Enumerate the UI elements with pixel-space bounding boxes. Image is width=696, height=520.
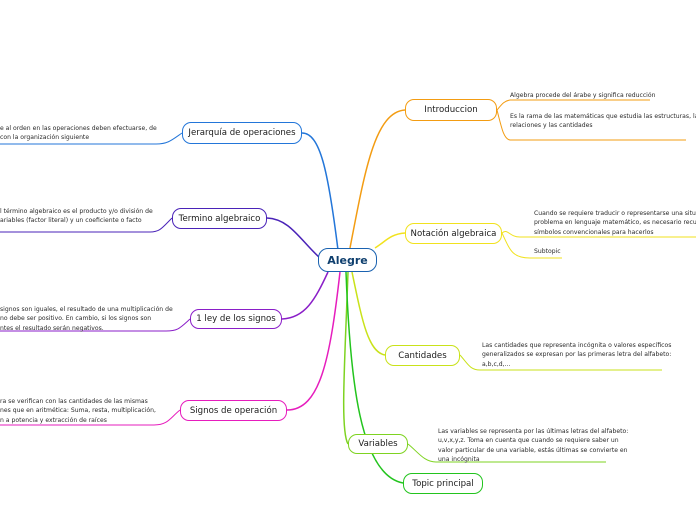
note-line: no debe ser positivo. En cambio, si los … — [0, 315, 152, 323]
topic-cantidades[interactable]: Cantidades — [385, 345, 460, 366]
note-line: símbolos convencionales para hacerlos — [534, 228, 654, 236]
note-line: Algebra procede del árabe y significa re… — [510, 92, 656, 99]
connector-cantidades — [351, 271, 386, 356]
sub-connector-ley — [0, 318, 191, 332]
topic-signos-label: Signos de operación — [189, 405, 278, 416]
note-line: a,b,c,d,... — [482, 360, 511, 368]
topic-ley-label: 1 ley de los signos — [196, 314, 276, 324]
sub-connector-variables — [407, 443, 606, 463]
note-line: l término algebraico es el producto y/o … — [0, 208, 153, 215]
note-line: ntes el resultado serán negativos. — [0, 324, 104, 332]
topic-termino-label: Termino algebraico — [178, 213, 261, 224]
note-introduccion-2: Es la rama de las matemáticas que estudi… — [510, 112, 696, 131]
note-line: n a potencia y extracción de raíces — [0, 416, 107, 424]
note-line: u,v,x,y,z. Toma en cuenta que cuando se … — [438, 437, 619, 445]
note-notacion-2: Subtopic — [534, 247, 561, 256]
note-line: e al orden en las operaciones deben efec… — [0, 125, 157, 132]
note-line: Subtopic — [534, 248, 561, 255]
topic-principal[interactable]: Topic principal — [403, 473, 483, 494]
topic-termino-algebraico[interactable]: Termino algebraico — [172, 208, 267, 229]
topic-signos-de-operacion[interactable]: Signos de operación — [180, 400, 287, 421]
note-notacion-1: Cuando se requiere traducir o representa… — [534, 209, 696, 237]
connector-signos — [286, 271, 341, 411]
topic-jerarquia-label: Jerarquía de operaciones — [188, 128, 296, 138]
note-line: generalizados se expresan por las primer… — [482, 351, 672, 359]
connector-ley — [281, 271, 329, 320]
topic-cantidades-label: Cantidades — [398, 350, 447, 361]
note-line: Cuando se requiere traducir o representa… — [534, 210, 696, 217]
note-line: problema en lenguaje matemático, es nece… — [534, 219, 696, 227]
connector-jerarquia — [301, 132, 339, 251]
note-line: Las variables se representa por las últi… — [438, 428, 629, 435]
note-line: valor particular de una variable, estás … — [438, 446, 628, 454]
root-label: Alegre — [327, 253, 368, 267]
topic-ley-de-los-signos[interactable]: 1 ley de los signos — [190, 309, 282, 329]
topic-variables-label: Variables — [358, 439, 398, 449]
connector-introduccion — [349, 109, 406, 249]
sub-connector-notacion-2 — [501, 232, 562, 259]
topic-introduccion-label: Introduccion — [424, 105, 478, 115]
note-line: signos son iguales, el resultado de una … — [0, 306, 173, 313]
sub-connector-introduccion-2 — [496, 109, 686, 141]
note-termino: l término algebraico es el producto y/o … — [0, 207, 153, 226]
sub-connector-signos — [0, 409, 181, 426]
note-line: ra se verifican con las cantidades de la… — [0, 398, 148, 405]
topic-principal-label: Topic principal — [412, 478, 474, 489]
note-introduccion-1: Algebra procede del árabe y significa re… — [510, 91, 655, 100]
sub-connector-notacion-1 — [501, 231, 696, 238]
connector-termino — [266, 217, 321, 259]
topic-jerarquia-de-operaciones[interactable]: Jerarquía de operaciones — [182, 122, 302, 144]
note-line: una incógnita — [438, 455, 480, 463]
topic-variables[interactable]: Variables — [348, 434, 408, 454]
topic-introduccion[interactable]: Introduccion — [405, 99, 497, 121]
note-line: Las cantidades que representa incógnita … — [482, 342, 672, 349]
topic-notacion-label: Notación algebraica — [410, 228, 497, 239]
note-cantidades: Las cantidades que representa incógnita … — [482, 341, 671, 369]
root-node[interactable]: Alegre — [318, 248, 377, 272]
topic-notacion-algebraica[interactable]: Notación algebraica — [405, 223, 502, 244]
note-line: relaciones y las cantidades — [510, 122, 593, 130]
note-line: ariables (factor literal) y un coeficien… — [0, 217, 142, 225]
note-line: con la organización siguiente — [0, 134, 90, 142]
note-ley: signos son iguales, el resultado de una … — [0, 305, 173, 333]
sub-connector-introduccion-1 — [496, 99, 650, 111]
connector-notacion — [374, 232, 406, 249]
sub-connector-jerarquia — [0, 132, 183, 145]
note-line: nes que en aritmética: Suma, resta, mult… — [0, 407, 156, 415]
note-jerarquia: e al orden en las operaciones deben efec… — [0, 124, 157, 143]
note-line: Es la rama de las matemáticas que estudi… — [510, 113, 696, 120]
note-variables: Las variables se representa por las últi… — [438, 427, 628, 464]
connector-topic-principal — [345, 271, 404, 484]
note-signos: ra se verifican con las cantidades de la… — [0, 397, 156, 425]
sub-connector-cantidades — [459, 354, 662, 371]
sub-connector-termino — [0, 217, 173, 233]
